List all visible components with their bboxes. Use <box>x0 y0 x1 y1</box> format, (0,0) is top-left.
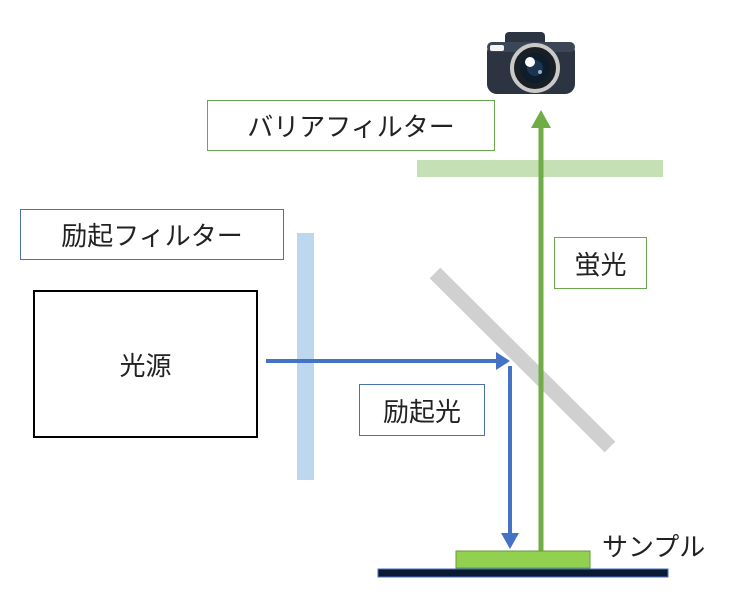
excitation-filter-label: 励起フィルター <box>61 222 243 252</box>
fluorescence-arrowhead <box>531 110 551 128</box>
camera-icon <box>487 32 575 94</box>
fluorescence-label-box: 蛍光 <box>554 237 647 289</box>
excitation-light-label-box: 励起光 <box>359 384 485 436</box>
excitation-filter-label-box: 励起フィルター <box>20 209 284 260</box>
light-source: 光源 <box>33 290 258 438</box>
sample <box>455 550 591 569</box>
excitation-filter <box>297 233 314 480</box>
light-source-label: 光源 <box>119 351 172 382</box>
fluorescence-label: 蛍光 <box>574 250 627 281</box>
stage <box>377 568 669 578</box>
sample-label: サンプル <box>602 533 706 563</box>
excitation-light-label: 励起光 <box>382 397 461 428</box>
dichroic-mirror <box>429 267 616 453</box>
barrier-filter-label-box: バリアフィルター <box>207 100 495 151</box>
excitation-light-arrowhead-down <box>501 533 519 549</box>
barrier-filter-label: バリアフィルター <box>247 113 455 143</box>
excitation-light-arrowhead <box>496 352 510 370</box>
